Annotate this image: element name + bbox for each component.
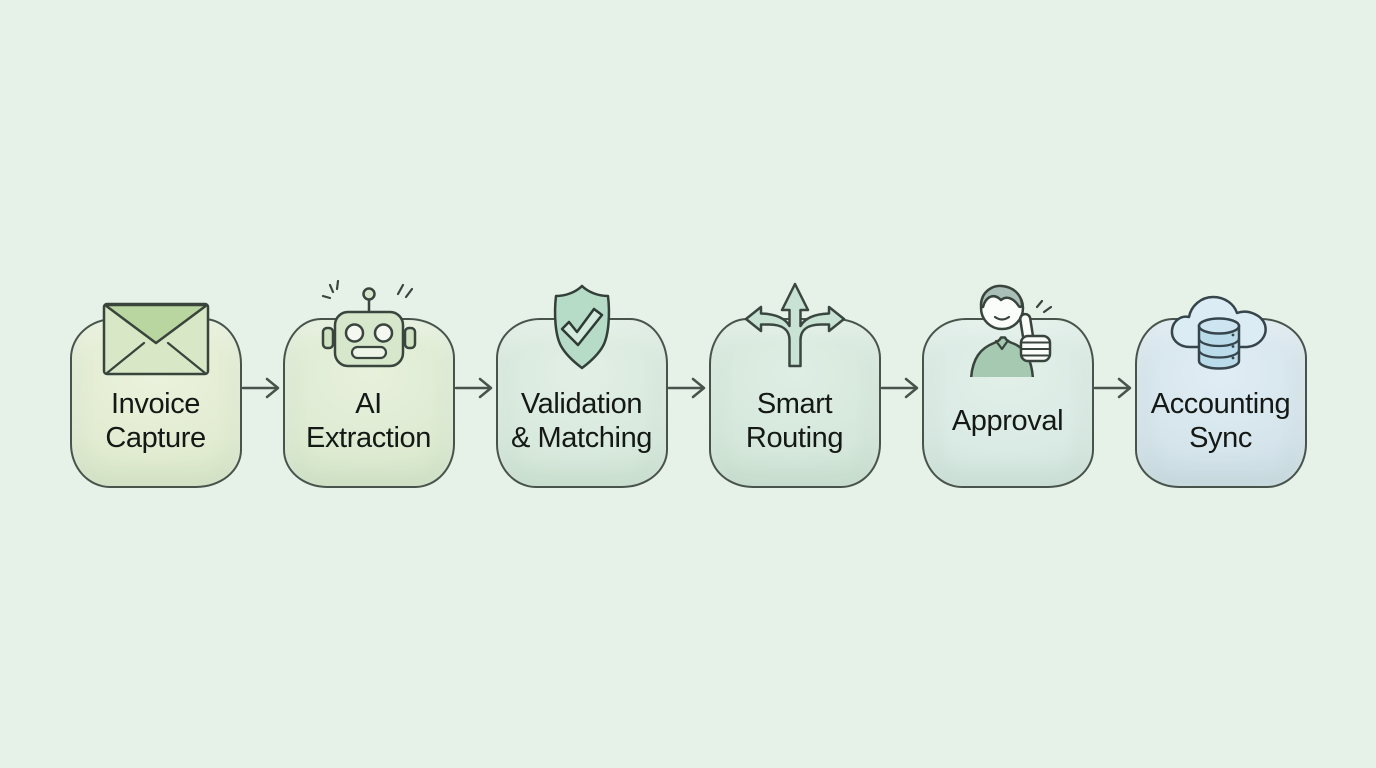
flow-arrow-icon <box>241 377 279 399</box>
branching-arrows-icon <box>743 278 847 370</box>
robot-icon <box>321 279 417 388</box>
step-validation-matching: Validation & Matching <box>495 284 668 488</box>
step-approval: Approval <box>921 284 1094 488</box>
envelope-icon <box>102 302 210 376</box>
step-label: Validation & Matching <box>510 388 653 454</box>
step-ai-extraction: AI Extraction <box>282 279 455 488</box>
flow-arrow-icon <box>880 377 918 399</box>
step-invoice-capture: Invoice Capture <box>69 302 242 488</box>
shield-check-icon <box>545 283 619 371</box>
step-accounting-sync: Accounting Sync <box>1134 295 1307 488</box>
step-smart-routing: Smart Routing <box>708 282 881 488</box>
step-box: Smart Routing <box>708 318 881 488</box>
step-label: Accounting Sync <box>1150 388 1291 454</box>
flow-arrow-icon <box>667 377 705 399</box>
step-label: AI Extraction <box>306 388 431 454</box>
person-thumbs-up-icon <box>961 281 1055 382</box>
process-flow-diagram: Invoice Capture <box>69 279 1307 488</box>
step-label: Invoice Capture <box>105 388 206 454</box>
flow-arrow-icon <box>1093 377 1131 399</box>
flow-arrow-icon <box>454 377 492 399</box>
step-label: Approval <box>951 405 1064 437</box>
cloud-database-icon <box>1169 293 1273 371</box>
step-label: Smart Routing <box>745 388 844 454</box>
